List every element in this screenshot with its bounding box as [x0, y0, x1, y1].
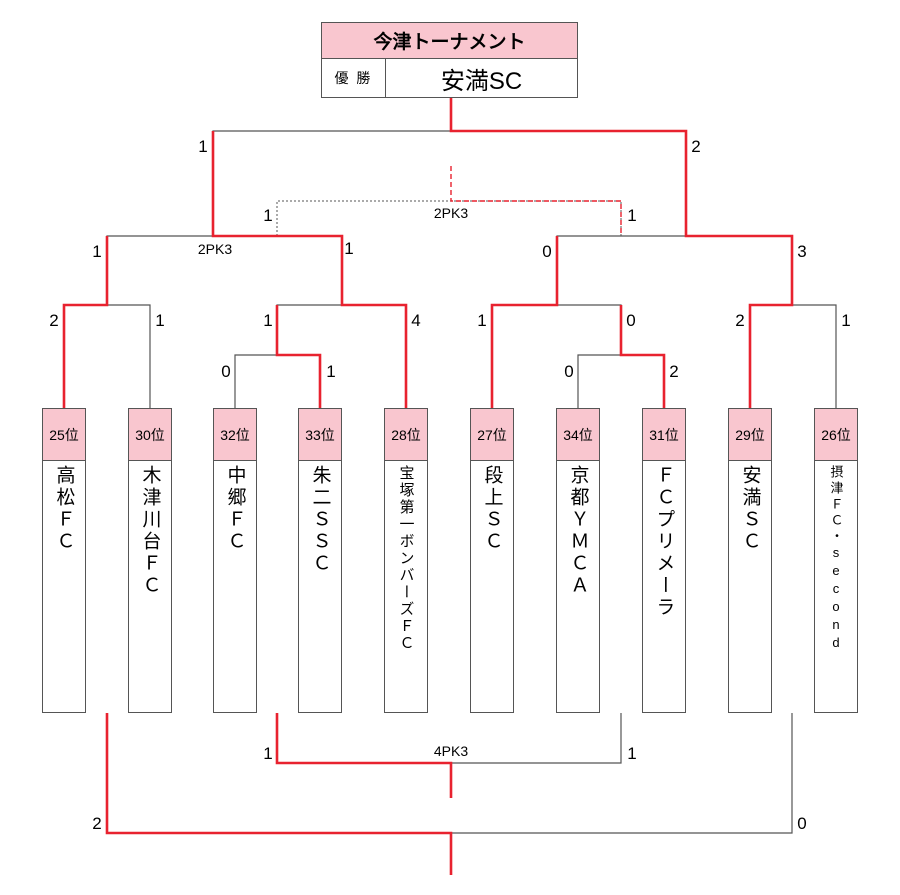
score-qf1-left: 2 — [49, 311, 59, 330]
qf3-line — [491, 304, 622, 408]
r1b-win-path — [619, 305, 666, 408]
bottom-outer-line — [106, 713, 793, 834]
team-card: 33位 朱二ＳＳＣ — [298, 408, 342, 713]
bottom-outer-win-path — [105, 713, 453, 875]
final-win-path-2 — [211, 131, 408, 408]
score-bottom-mid-left: 1 — [263, 744, 273, 763]
final-line-right — [451, 130, 687, 236]
winner-label: 優 勝 — [322, 59, 386, 97]
final-line-left — [212, 130, 451, 236]
team-name: 中郷ＦＣ — [224, 465, 246, 553]
score-qf4-right: 1 — [841, 311, 851, 330]
score-qf4-left: 2 — [735, 311, 745, 330]
team-card: 31位 ＦＣプリメーラ — [642, 408, 686, 713]
score-bottom-mid-right: 1 — [627, 744, 637, 763]
final-win-path-1 — [449, 98, 794, 408]
third-place-win-path — [450, 166, 622, 236]
score-third-place-left: 1 — [263, 206, 273, 225]
score-qf2-left: 1 — [263, 311, 273, 330]
team-name: 安満ＳＣ — [739, 465, 761, 553]
score-final-right: 2 — [691, 137, 701, 156]
bottom-mid-win-path — [275, 713, 453, 798]
r1a-line — [234, 354, 321, 408]
team-rank: 28位 — [384, 408, 428, 461]
team-card: 29位 安満ＳＣ — [728, 408, 772, 713]
pk-bottom-mid: 4PK3 — [433, 743, 469, 759]
score-qf3-left: 1 — [477, 311, 487, 330]
pk-third-place: 2PK3 — [433, 205, 469, 221]
score-r1a-right: 1 — [326, 362, 336, 381]
score-qf3-right: 0 — [626, 311, 636, 330]
team-name: 木津川台ＦＣ — [139, 465, 161, 597]
score-semi-right-inner: 0 — [542, 242, 552, 261]
team-rank: 29位 — [728, 408, 772, 461]
qf1-line — [63, 304, 151, 408]
team-card: 25位 高松ＦＣ — [42, 408, 86, 713]
score-third-place-right: 1 — [627, 206, 637, 225]
r1b-line — [577, 354, 665, 408]
team-card: 27位 段上ＳＣ — [470, 408, 514, 713]
team-name: 宝塚第一ボンバーズＦＣ — [397, 465, 415, 652]
team-card: 32位 中郷ＦＣ — [213, 408, 257, 713]
team-rank: 25位 — [42, 408, 86, 461]
pk-semi-left: 2PK3 — [197, 241, 233, 257]
team-card: 30位 木津川台ＦＣ — [128, 408, 172, 713]
score-bottom-outer-right: 0 — [797, 814, 807, 833]
qf2-line — [276, 304, 407, 408]
team-rank: 31位 — [642, 408, 686, 461]
team-rank: 27位 — [470, 408, 514, 461]
team-rank: 30位 — [128, 408, 172, 461]
qf3-win-path — [490, 236, 559, 408]
qf2-win-path — [275, 305, 322, 408]
qf1-win-path — [62, 236, 109, 408]
score-final-left: 1 — [198, 137, 208, 156]
score-r1b-left: 0 — [564, 362, 574, 381]
score-semi-right-outer: 3 — [797, 242, 807, 261]
team-card: 26位 摂津ＦＣ・second — [814, 408, 858, 713]
score-qf2-right: 4 — [411, 311, 421, 330]
team-card: 34位 京都ＹＭＣＡ — [556, 408, 600, 713]
score-semi-left-outer: 1 — [92, 242, 102, 261]
score-r1a-left: 0 — [221, 362, 231, 381]
team-name: 高松ＦＣ — [53, 465, 75, 553]
team-rank: 33位 — [298, 408, 342, 461]
team-name: 朱二ＳＳＣ — [309, 465, 331, 575]
winner-name: 安満SC — [440, 67, 523, 95]
score-bottom-outer-left: 2 — [92, 814, 102, 833]
winner-row: 優 勝 安満SC — [321, 58, 578, 98]
score-qf1-right: 1 — [155, 311, 165, 330]
team-rank: 32位 — [213, 408, 257, 461]
team-name: ＦＣプリメーラ — [653, 465, 675, 619]
team-name: 段上ＳＣ — [481, 465, 503, 553]
team-card: 28位 宝塚第一ボンバーズＦＣ — [384, 408, 428, 713]
score-r1b-right: 2 — [669, 362, 679, 381]
team-name: 京都ＹＭＣＡ — [567, 465, 589, 597]
semi-right-line — [556, 235, 793, 305]
score-semi-left-inner: 1 — [344, 239, 354, 258]
team-name: 摂津ＦＣ・second — [828, 465, 844, 653]
team-rank: 34位 — [556, 408, 600, 461]
qf4-line — [749, 304, 837, 408]
tournament-title: 今津トーナメント — [321, 22, 578, 59]
team-rank: 26位 — [814, 408, 858, 461]
third-place-line — [276, 200, 622, 236]
